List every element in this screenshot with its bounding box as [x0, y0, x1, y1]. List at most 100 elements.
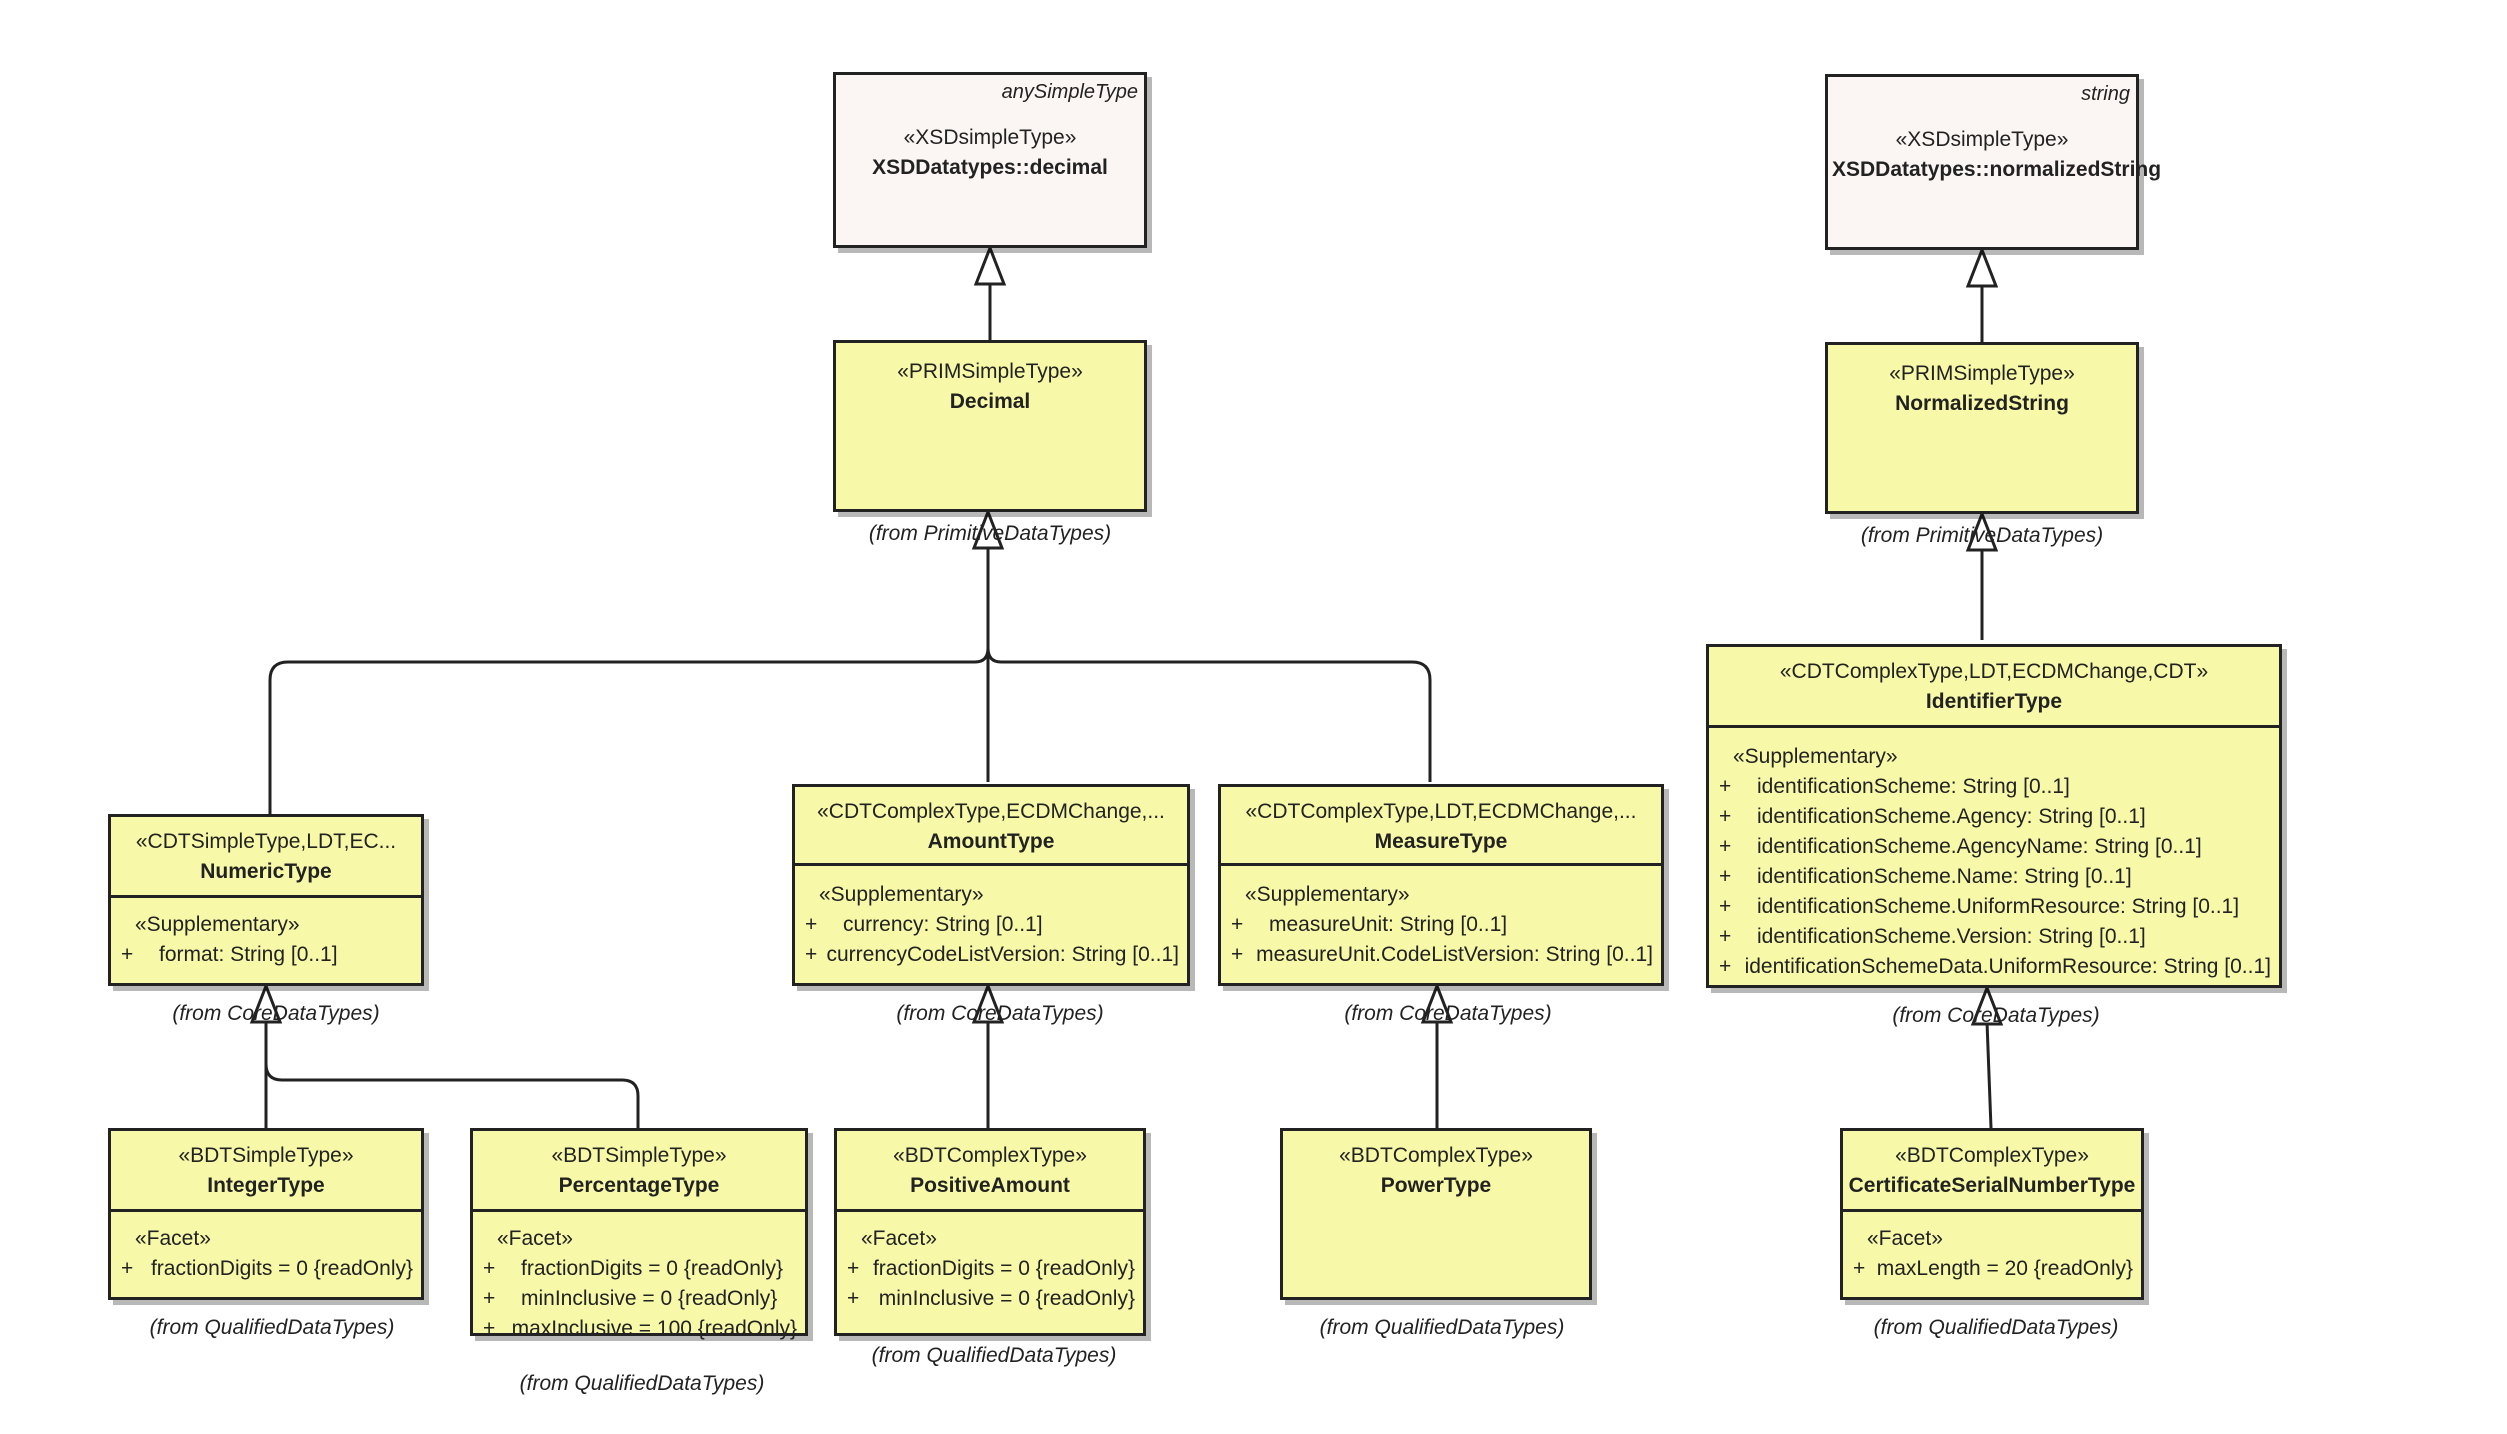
attribute-text: identificationScheme.Agency: String [0..…	[1757, 805, 2146, 828]
package-label: (from CoreDataTypes)	[172, 1002, 380, 1025]
parent-type-label: anySimpleType	[1001, 81, 1138, 103]
class-xsd-decimal[interactable]: anySimpleType «XSDsimpleType» XSDDatatyp…	[833, 72, 1147, 248]
package-label: (from CoreDataTypes)	[1892, 1004, 2100, 1027]
package-label: (from QualifiedDataTypes)	[149, 1316, 395, 1339]
class-stereotype: «CDTSimpleType,LDT,EC...	[135, 830, 397, 853]
class-stereotype: «CDTComplexType,LDT,ECDMChange,CDT»	[1779, 660, 2209, 683]
edge-measuretype-to-decimal	[986, 647, 1432, 782]
class-name: IntegerType	[207, 1174, 325, 1197]
attribute-row: + identificationScheme.Name: String [0..1…	[1717, 862, 2271, 892]
visibility-symbol: +	[1719, 955, 1732, 978]
attribute-compartment: «Facet» +maxLength = 20 {readOnly}	[1843, 1209, 2141, 1284]
attribute-row: +currencyCodeListVersion: String [0..1]	[803, 940, 1179, 970]
attribute-compartment: «Supplementary» +currency: String [0..1]…	[795, 863, 1187, 970]
attribute-text: fractionDigits = 0 {readOnly}	[872, 1257, 1135, 1280]
class-measuretype[interactable]: «CDTComplexType,LDT,ECDMChange,... Measu…	[1218, 784, 1664, 986]
attribute-row: +identificationScheme.AgencyName: String…	[1717, 832, 2271, 862]
attribute-compartment: «Supplementary» +format: String [0..1]	[111, 895, 421, 970]
class-normalizedstring[interactable]: «PRIMSimpleType» NormalizedString	[1825, 342, 2139, 514]
attribute-text: currencyCodeListVersion: String [0..1]	[826, 943, 1179, 966]
class-percentagetype[interactable]: «BDTSimpleType» PercentageType «Facet» +…	[470, 1128, 808, 1340]
attribute-row: + minInclusive = 0 {readOnly}	[845, 1284, 1135, 1314]
attribute-row: + format: String [0..1]	[119, 940, 413, 970]
attribute-text: identificationScheme.Name: String [0..1]	[1757, 865, 2132, 888]
compartment-stereotype: «Facet»	[861, 1227, 937, 1250]
visibility-symbol: +	[1853, 1257, 1866, 1280]
visibility-symbol: +	[483, 1317, 496, 1340]
attribute-text: minInclusive = 0 {readOnly}	[878, 1287, 1135, 1310]
attribute-compartment: «Facet» +fractionDigits = 0 {readOnly} +…	[473, 1209, 805, 1344]
visibility-symbol: +	[1719, 895, 1732, 918]
package-label: (from QualifiedDataTypes)	[871, 1344, 1117, 1367]
class-name: XSDDatatypes::decimal	[872, 156, 1108, 179]
class-stereotype: «XSDsimpleType»	[903, 126, 1077, 149]
attribute-text: format: String [0..1]	[159, 943, 338, 966]
class-name: NumericType	[200, 860, 332, 883]
attribute-row: + minInclusive = 0 {readOnly}	[481, 1284, 797, 1314]
attribute-text: fractionDigits = 0 {readOnly}	[150, 1257, 413, 1280]
package-label: (from QualifiedDataTypes)	[1873, 1316, 2119, 1339]
package-label: (from QualifiedDataTypes)	[1319, 1316, 1565, 1339]
class-name: PowerType	[1380, 1174, 1492, 1197]
class-name: IdentifierType	[1925, 690, 2063, 713]
attribute-row: +maxInclusive = 100 {readOnly}	[481, 1314, 797, 1344]
attribute-compartment: «Supplementary» +measureUnit: String [0.…	[1221, 863, 1661, 970]
class-stereotype: «BDTSimpleType»	[178, 1144, 354, 1167]
attribute-row: +identificationSchemeData.UniformResourc…	[1717, 952, 2271, 982]
class-stereotype: «CDTComplexType,LDT,ECDMChange,...	[1245, 800, 1637, 823]
class-name: XSDDatatypes::normalizedString	[1832, 158, 2162, 181]
visibility-symbol: +	[1719, 925, 1732, 948]
visibility-symbol: +	[483, 1287, 496, 1310]
parent-type-label: string	[2081, 83, 2130, 105]
edge-certificate-to-identifiertype	[1985, 1021, 1993, 1129]
attribute-text: identificationScheme: String [0..1]	[1757, 775, 2070, 798]
class-integertype[interactable]: «BDTSimpleType» IntegerType «Facet» +fra…	[108, 1128, 424, 1300]
attribute-compartment: «Supplementary» + identificationScheme: S…	[1709, 725, 2279, 982]
attribute-text: currency: String [0..1]	[843, 913, 1043, 936]
class-name: PercentageType	[558, 1174, 720, 1197]
attribute-row: +fractionDigits = 0 {readOnly}	[481, 1254, 797, 1284]
arrowhead-numerictype	[249, 981, 283, 1024]
visibility-symbol: +	[1719, 805, 1732, 828]
attribute-text: identificationScheme.AgencyName: String …	[1757, 835, 2202, 858]
attribute-text: minInclusive = 0 {readOnly}	[521, 1287, 778, 1310]
class-powertype[interactable]: «BDTComplexType» PowerType	[1280, 1128, 1592, 1300]
visibility-symbol: +	[121, 943, 134, 966]
compartment-stereotype: «Facet»	[1867, 1227, 1943, 1250]
arrowhead-measuretype	[1420, 981, 1454, 1024]
class-identifiertype[interactable]: «CDTComplexType,LDT,ECDMChange,CDT» Iden…	[1706, 644, 2282, 988]
class-amounttype[interactable]: «CDTComplexType,ECDMChange,... AmountTyp…	[792, 784, 1190, 986]
attribute-row: +maxLength = 20 {readOnly}	[1851, 1254, 2133, 1284]
class-stereotype: «PRIMSimpleType»	[897, 360, 1083, 383]
class-name: Decimal	[949, 390, 1031, 413]
compartment-stereotype: «Supplementary»	[1245, 883, 1410, 906]
compartment-stereotype: «Facet»	[497, 1227, 573, 1250]
compartment-stereotype: «Supplementary»	[1733, 745, 1898, 768]
edge-numerictype-to-decimal	[268, 647, 990, 814]
attribute-row: +measureUnit.CodeListVersion: String [0.…	[1229, 940, 1653, 970]
attribute-text: identificationScheme.UniformResource: St…	[1757, 895, 2240, 918]
arrowhead-xsd-normalizedstring	[1965, 245, 1999, 288]
class-numerictype[interactable]: «CDTSimpleType,LDT,EC... NumericType «Su…	[108, 814, 424, 986]
class-stereotype: «BDTComplexType»	[1339, 1144, 1533, 1167]
class-decimal[interactable]: «PRIMSimpleType» Decimal	[833, 340, 1147, 512]
attribute-row: +measureUnit: String [0..1]	[1229, 910, 1653, 940]
attribute-text: measureUnit: String [0..1]	[1269, 913, 1508, 936]
class-stereotype: «BDTComplexType»	[893, 1144, 1087, 1167]
visibility-symbol: +	[1719, 865, 1732, 888]
attribute-compartment: «Facet» +fractionDigits = 0 {readOnly}	[111, 1209, 421, 1284]
class-positiveamount[interactable]: «BDTComplexType» PositiveAmount «Facet» …	[834, 1128, 1146, 1336]
compartment-stereotype: «Facet»	[135, 1227, 211, 1250]
attribute-row: + identificationScheme.Agency: String [0.…	[1717, 802, 2271, 832]
visibility-symbol: +	[847, 1287, 860, 1310]
attribute-row: + identificationScheme.UniformResource: S…	[1717, 892, 2271, 922]
package-label: (from QualifiedDataTypes)	[519, 1372, 765, 1395]
class-name: CertificateSerialNumberType	[1848, 1174, 2136, 1197]
class-xsd-normalizedstring[interactable]: string «XSDsimpleType» XSDDatatypes::nor…	[1825, 74, 2162, 250]
compartment-stereotype: «Supplementary»	[819, 883, 984, 906]
arrowhead-identifiertype	[1970, 983, 2004, 1026]
class-certificateserialnumbertype[interactable]: «BDTComplexType» CertificateSerialNumber…	[1840, 1128, 2144, 1300]
class-stereotype: «PRIMSimpleType»	[1889, 362, 2075, 385]
package-label: (from PrimitiveDataTypes)	[868, 522, 1112, 545]
package-label: (from CoreDataTypes)	[1344, 1002, 1552, 1025]
